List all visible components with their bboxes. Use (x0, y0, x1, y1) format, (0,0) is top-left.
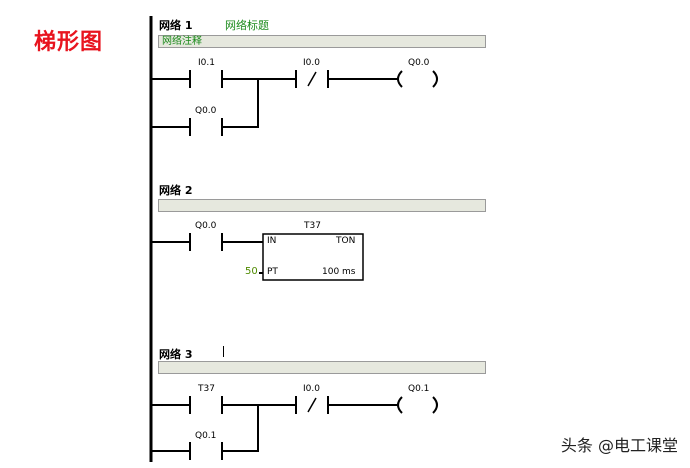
contact-label-q0-0-net2: Q0.0 (195, 221, 217, 231)
timer-pt-value[interactable]: 50 (245, 266, 258, 277)
network-1-title[interactable]: 网络标题 (225, 19, 269, 32)
timer-box (262, 233, 364, 281)
timer-name: T37 (304, 221, 321, 231)
timer-base: 100 ms (322, 267, 356, 277)
network-3-label: 网络 3 (159, 348, 193, 361)
network-2-comment[interactable] (158, 199, 486, 212)
page-heading: 梯形图 (34, 30, 104, 55)
contact-label-i0-0: I0.0 (303, 58, 320, 68)
contact-label-i0-0-net3: I0.0 (303, 384, 320, 394)
contact-label-q0-1: Q0.1 (195, 431, 217, 441)
timer-pt-label: PT (267, 267, 278, 277)
network-3-rungs (151, 396, 438, 460)
contact-label-i0-1: I0.1 (198, 58, 215, 68)
network-2-label: 网络 2 (159, 184, 193, 197)
coil-label-q0-0: Q0.0 (408, 58, 430, 68)
text-cursor (223, 346, 224, 357)
network-1-comment[interactable]: 网络注释 (158, 35, 486, 48)
timer-in-label: IN (267, 236, 277, 246)
contact-label-q0-0: Q0.0 (195, 106, 217, 116)
timer-type: TON (336, 236, 356, 246)
watermark: 头条 @电工课堂 (560, 436, 678, 455)
network-1-label: 网络 1 (159, 19, 193, 32)
network-3-comment[interactable] (158, 361, 486, 374)
network-1-rungs (151, 70, 438, 136)
network-2-rungs (151, 233, 263, 274)
coil-label-q0-1: Q0.1 (408, 384, 430, 394)
contact-label-t37: T37 (198, 384, 215, 394)
